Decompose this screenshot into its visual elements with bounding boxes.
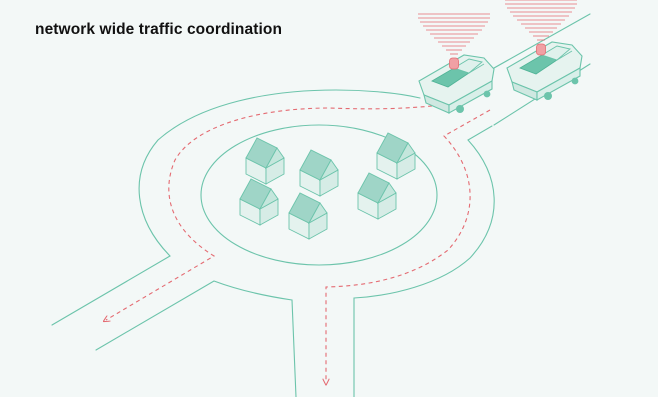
house-icon-4 <box>239 178 279 226</box>
route-left-exit <box>106 105 433 320</box>
route-bottom-exit <box>326 109 491 382</box>
route-dashes <box>106 105 491 382</box>
house-icon-6 <box>288 192 328 240</box>
house-icon-2 <box>299 149 339 197</box>
house-icon-5 <box>357 172 397 220</box>
diagram-title: network wide traffic coordination <box>35 21 283 38</box>
house-icon-3 <box>376 132 416 180</box>
house-icon-1 <box>245 137 285 185</box>
